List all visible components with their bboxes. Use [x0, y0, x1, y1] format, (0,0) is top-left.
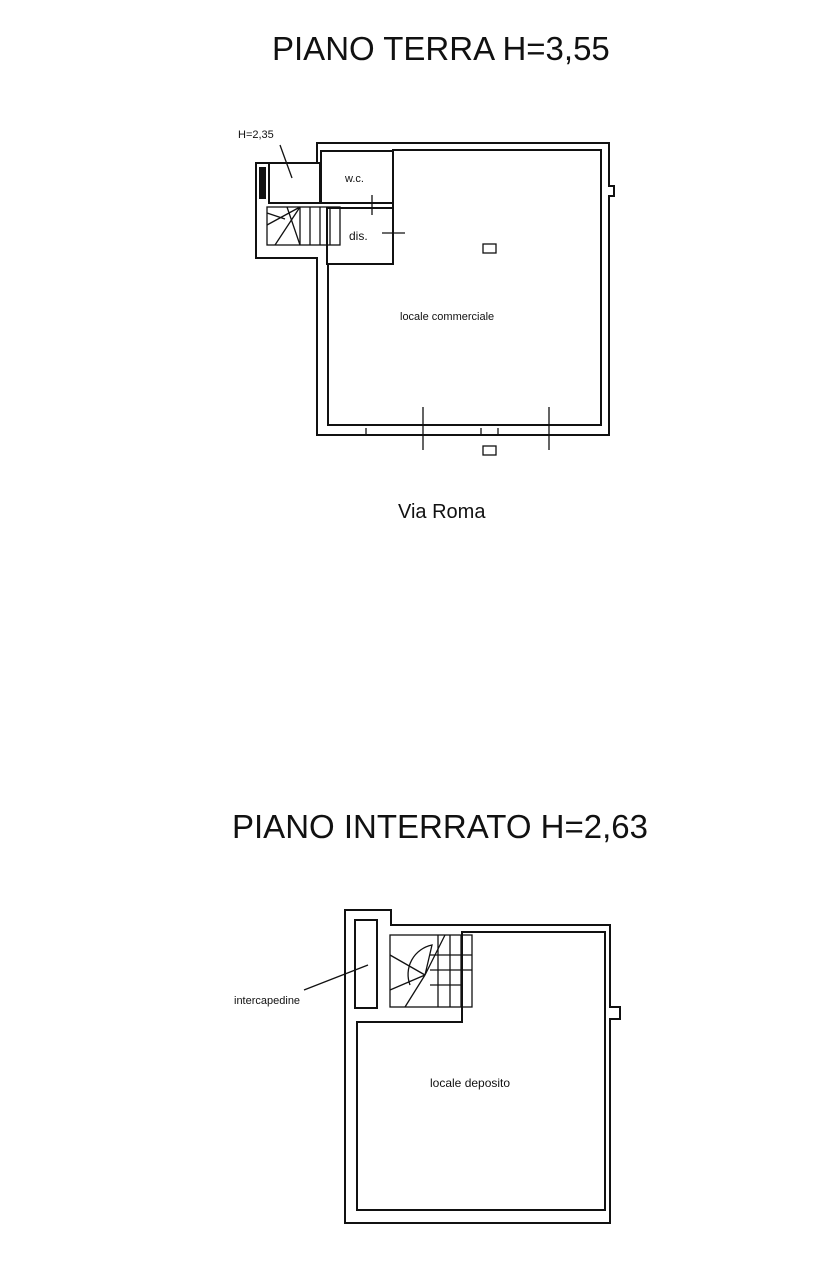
dis-label: dis. — [349, 229, 368, 243]
ground-floor-plan: H=2,35 w.c. dis. locale commerciale Via … — [238, 129, 615, 523]
basement-plan: intercapedine locale deposito — [234, 909, 621, 1224]
street-label: Via Roma — [398, 501, 486, 523]
commercial-room-label: locale commerciale — [400, 311, 494, 323]
ground-outer-wall — [255, 142, 615, 436]
cavity — [354, 919, 378, 1009]
door-marks — [365, 195, 550, 450]
basement-outer-wall — [344, 909, 621, 1224]
annex-room — [268, 162, 321, 204]
window — [259, 167, 266, 199]
ground-inner-wall — [327, 149, 602, 426]
basement-title: PIANO INTERRATO H=2,63 — [232, 808, 648, 845]
leader-line — [279, 144, 293, 179]
entrance-marker — [482, 445, 497, 456]
stair — [266, 206, 341, 246]
dis-room — [326, 207, 394, 265]
annex-height-label: H=2,35 — [238, 129, 274, 141]
ground-floor-title: PIANO TERRA H=3,55 — [272, 30, 610, 67]
pillar-marker — [482, 243, 497, 254]
leader-line — [303, 964, 369, 991]
basement-inner-wall — [356, 931, 606, 1211]
spiral-stair — [389, 934, 473, 1008]
cavity-label: intercapedine — [234, 995, 300, 1007]
wc-label: w.c. — [344, 173, 364, 185]
storage-room-label: locale deposito — [430, 1076, 510, 1090]
